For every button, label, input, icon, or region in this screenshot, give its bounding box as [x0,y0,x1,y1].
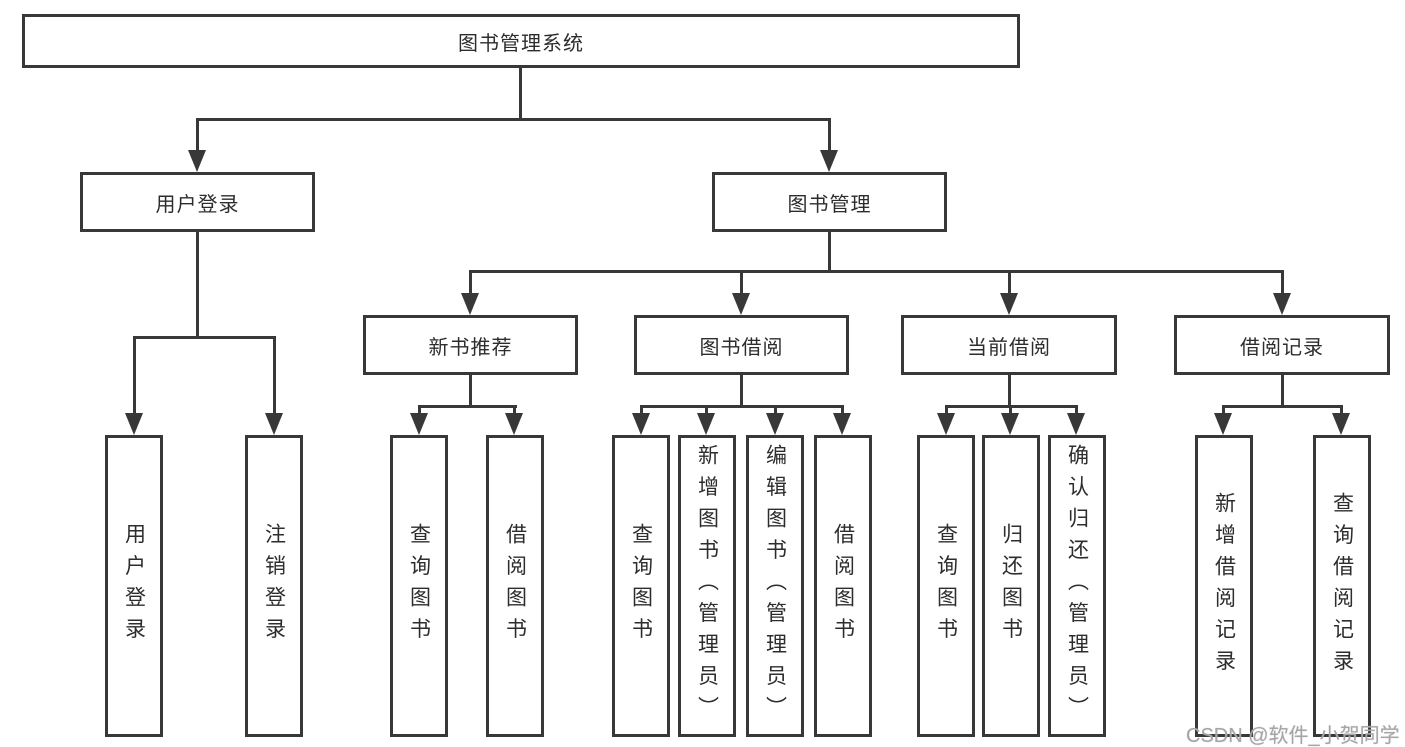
connector-current-borrow-stem [1008,375,1011,408]
connector-drop-book-borrow [740,270,743,295]
leaf-add-book-admin-label: 新增图书（管理员） [695,444,719,728]
arrow-down-icon [1067,413,1085,435]
leaf-query-books-recommend-label: 查询图书 [407,523,431,649]
node-new-book-recommend-label: 新书推荐 [428,336,513,359]
node-user-login-label: 用户登录 [155,193,240,216]
arrow-down-icon [1214,413,1232,435]
connector-drop-borrow-records [1281,270,1284,295]
leaf-add-borrow-record-label: 新增借阅记录 [1212,491,1236,681]
arrow-down-icon [766,413,784,435]
connector-user-login-rail [133,336,276,339]
connector-drop [1222,405,1225,415]
leaf-query-books-current-label: 查询图书 [934,523,958,649]
connector-drop [1075,405,1078,415]
connector-drop-user-login [196,118,199,150]
connector-new-book-rail [418,405,517,408]
leaf-user-login: 用户登录 [105,435,163,737]
connector-user-login-stem [196,232,199,339]
arrow-down-icon [265,413,283,435]
leaf-borrow-books-label: 借阅图书 [831,523,855,649]
leaf-logout-label: 注销登录 [262,523,286,649]
connector-drop [418,405,421,415]
connector-borrow-records-rail [1222,405,1343,408]
leaf-query-borrow-record-label: 查询借阅记录 [1330,491,1354,681]
leaf-logout: 注销登录 [245,435,303,737]
leaf-return-books: 归还图书 [982,435,1040,737]
node-borrow-records: 借阅记录 [1174,315,1390,375]
connector-drop [774,405,777,415]
arrow-down-icon [732,293,750,315]
arrow-down-icon [820,150,838,172]
arrow-down-icon [937,413,955,435]
leaf-confirm-return-admin-label: 确认归还（管理员） [1065,444,1089,728]
connector-drop [640,405,643,415]
node-library-system-label: 图书管理系统 [458,32,584,55]
node-current-borrow-label: 当前借阅 [967,336,1051,359]
leaf-add-book-admin: 新增图书（管理员） [678,435,736,737]
node-user-login: 用户登录 [80,172,315,232]
connector-drop [513,405,516,415]
leaf-return-books-label: 归还图书 [999,523,1023,649]
connector-new-book-stem [469,375,472,408]
leaf-query-books-current: 查询图书 [917,435,975,737]
connector-drop [1009,405,1012,415]
arrow-down-icon [1273,293,1291,315]
arrow-down-icon [1000,293,1018,315]
node-book-borrow: 图书借阅 [634,315,849,375]
connector-level3-rail [469,270,1283,273]
node-book-management: 图书管理 [712,172,947,232]
node-book-management-label: 图书管理 [787,193,872,216]
csdn-watermark: CSDN @软件_小贺同学 [1186,725,1400,747]
connector-book-borrow-rail [640,405,844,408]
connector-book-borrow-stem [740,375,743,408]
leaf-query-borrow-record: 查询借阅记录 [1313,435,1371,737]
leaf-user-login-label: 用户登录 [122,523,146,649]
arrow-down-icon [632,413,650,435]
arrow-down-icon [833,413,851,435]
connector-drop-book-mgmt [828,118,831,150]
leaf-borrow-books: 借阅图书 [814,435,872,737]
leaf-edit-book-admin: 编辑图书（管理员） [746,435,804,737]
connector-level2-rail [196,118,831,121]
arrow-down-icon [125,413,143,435]
connector-drop-current-borrow [1008,270,1011,295]
leaf-borrow-books-recommend: 借阅图书 [486,435,544,737]
arrow-down-icon [1001,413,1019,435]
leaf-add-borrow-record: 新增借阅记录 [1195,435,1253,737]
node-borrow-records-label: 借阅记录 [1240,336,1324,359]
leaf-query-books-recommend: 查询图书 [390,435,448,737]
leaf-confirm-return-admin: 确认归还（管理员） [1048,435,1106,737]
connector-book-mgmt-stem [828,232,831,273]
leaf-edit-book-admin-label: 编辑图书（管理员） [763,444,787,728]
leaf-query-books-borrow: 查询图书 [612,435,670,737]
node-current-borrow: 当前借阅 [901,315,1117,375]
connector-drop [945,405,948,415]
leaf-query-books-borrow-label: 查询图书 [629,523,653,649]
arrow-down-icon [461,293,479,315]
connector-drop-leaf-logout [273,336,276,414]
connector-drop [841,405,844,415]
arrow-down-icon [505,413,523,435]
connector-root-stem [519,68,522,121]
arrow-down-icon [697,413,715,435]
connector-drop-new-book [469,270,472,295]
node-new-book-recommend: 新书推荐 [363,315,578,375]
node-book-borrow-label: 图书借阅 [699,336,784,359]
arrow-down-icon [1332,413,1350,435]
leaf-borrow-books-recommend-label: 借阅图书 [503,523,527,649]
node-library-system: 图书管理系统 [22,14,1020,68]
connector-borrow-records-stem [1281,375,1284,408]
connector-drop [705,405,708,415]
connector-drop [1340,405,1343,415]
connector-drop-leaf-login [133,336,136,414]
arrow-down-icon [410,413,428,435]
arrow-down-icon [188,150,206,172]
